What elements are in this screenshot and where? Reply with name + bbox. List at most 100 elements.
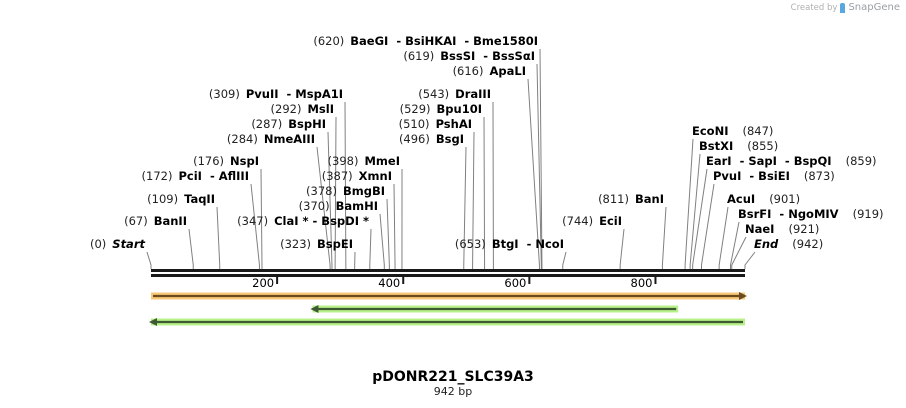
top-strand bbox=[151, 269, 745, 272]
cut-site-line bbox=[216, 206, 221, 269]
site-name: PvuI - BsiEI bbox=[713, 169, 790, 183]
site-name: BtgI - NcoI bbox=[492, 237, 564, 251]
site-name: BmgBI bbox=[343, 184, 385, 198]
site-name: ClaI * - BspDI * bbox=[274, 214, 369, 228]
site-position: (347) bbox=[237, 214, 268, 228]
site-name: BssSI - BssSαI bbox=[440, 49, 535, 63]
site-position: (67) bbox=[124, 214, 148, 228]
enzyme-site-label: (496) BsgI bbox=[399, 132, 464, 146]
enzyme-site-label: (620) BaeGI - BsiHKAI - Bme1580I bbox=[313, 34, 538, 48]
enzyme-site-label: (309) PvuII - MspA1I bbox=[209, 87, 343, 101]
arrowhead-right-icon bbox=[739, 292, 747, 300]
cut-site-line bbox=[536, 63, 542, 269]
ruler-tick bbox=[402, 277, 405, 284]
arrowhead-left-icon bbox=[149, 318, 157, 326]
site-name: End bbox=[754, 237, 779, 251]
features bbox=[149, 292, 747, 326]
site-name: BanI bbox=[635, 192, 664, 206]
cut-site-line bbox=[684, 138, 694, 269]
site-name: PshAI bbox=[436, 117, 472, 131]
site-lines bbox=[146, 48, 756, 269]
site-name: PciI - AflIII bbox=[178, 169, 249, 183]
site-name: NspI bbox=[230, 154, 259, 168]
dna-backbone bbox=[151, 269, 745, 277]
ruler-tick-label: 800 bbox=[631, 276, 653, 290]
ruler-tick bbox=[276, 277, 279, 284]
enzyme-site-label: (847)EcoNI bbox=[692, 124, 773, 138]
enzyme-site-label: (172)PciI - AflIII bbox=[142, 169, 249, 183]
site-position: (620) bbox=[313, 34, 344, 48]
site-name: BspEI bbox=[317, 237, 353, 251]
cut-site-line bbox=[692, 168, 708, 269]
site-position: (543) bbox=[418, 87, 449, 101]
ruler-tick bbox=[528, 277, 531, 284]
site-position: (744) bbox=[562, 214, 593, 228]
site-position: (901) bbox=[769, 192, 800, 206]
enzyme-site-label: (901)AcuI bbox=[727, 192, 800, 206]
site-position: (619) bbox=[403, 49, 434, 63]
site-name: PvuII - MspA1I bbox=[246, 87, 343, 101]
cut-site-line bbox=[327, 131, 333, 269]
site-position: (847) bbox=[742, 124, 773, 138]
site-name: BstXI bbox=[699, 139, 733, 153]
enzyme-site-label: (284)NmeAIII bbox=[227, 132, 315, 146]
enzyme-site-label: (0)Start bbox=[90, 237, 146, 251]
cut-site-line bbox=[689, 153, 701, 269]
site-name: BsgI bbox=[436, 132, 464, 146]
snapgene-logo-icon bbox=[840, 2, 846, 13]
snapgene-credit: Created by SnapGene bbox=[791, 2, 900, 13]
cut-site-line bbox=[744, 251, 756, 269]
site-name: EciI bbox=[599, 214, 622, 228]
cut-site-line bbox=[260, 168, 263, 269]
site-position: (811) bbox=[598, 192, 629, 206]
enzyme-site-label: (292)MslI bbox=[271, 102, 334, 116]
cut-site-line bbox=[729, 221, 740, 269]
cut-site-line bbox=[731, 236, 747, 269]
site-position: (921) bbox=[788, 222, 819, 236]
site-name: MmeI bbox=[364, 154, 400, 168]
cut-site-line bbox=[619, 228, 625, 269]
ruler-tick-label: 200 bbox=[252, 276, 274, 290]
site-name: Start bbox=[112, 237, 145, 251]
enzyme-site-label: (921)NaeI bbox=[745, 222, 819, 236]
site-name: BanII bbox=[154, 214, 187, 228]
site-position: (496) bbox=[399, 132, 430, 146]
enzyme-site-label: (744) EciI bbox=[562, 214, 622, 228]
cut-site-line bbox=[562, 251, 567, 269]
site-position: (378) bbox=[306, 184, 337, 198]
site-name: XmnI bbox=[359, 169, 392, 183]
enzyme-site-label: (919)BsrFI - NgoMIV bbox=[738, 207, 884, 221]
cut-site-line bbox=[527, 78, 540, 269]
site-position: (855) bbox=[747, 139, 778, 153]
cut-site-line bbox=[344, 101, 347, 269]
site-name: DraIII bbox=[455, 87, 491, 101]
site-name: BsrFI - NgoMIV bbox=[738, 207, 839, 221]
site-name: ApaLI bbox=[490, 64, 527, 78]
cut-site-line bbox=[188, 228, 194, 269]
enzyme-site-label: (387)XmnI bbox=[322, 169, 392, 183]
enzyme-site-label: (323) BspEI bbox=[280, 237, 353, 251]
enzyme-site-label: (873) PvuI - BsiEI bbox=[713, 169, 835, 183]
reverse-feature-arrow bbox=[310, 305, 679, 313]
site-position: (873) bbox=[804, 169, 835, 183]
enzyme-site-label: (176)NspI bbox=[193, 154, 259, 168]
enzyme-site-label: (67) BanII bbox=[124, 214, 187, 228]
enzyme-site-label: (616)ApaLI bbox=[453, 64, 526, 78]
site-position: (309) bbox=[209, 87, 240, 101]
ruler-tick bbox=[654, 277, 657, 284]
cut-site-line bbox=[700, 183, 715, 269]
site-position: (284) bbox=[227, 132, 258, 146]
credit-prefix: Created by bbox=[790, 2, 838, 13]
site-position: (323) bbox=[280, 237, 311, 251]
site-name: BaeGI - BsiHKAI - Bme1580I bbox=[350, 34, 538, 48]
site-position: (653) bbox=[455, 237, 486, 251]
site-position: (287) bbox=[251, 117, 282, 131]
enzyme-site-label: (653) BtgI - NcoI bbox=[455, 237, 564, 251]
enzyme-site-label: (347) ClaI * - BspDI * bbox=[237, 214, 369, 228]
cut-site-line bbox=[472, 131, 475, 269]
reverse-feature-arrow bbox=[149, 318, 745, 326]
cut-site-line bbox=[661, 206, 667, 269]
enzyme-site-label: (855) BstXI bbox=[699, 139, 778, 153]
